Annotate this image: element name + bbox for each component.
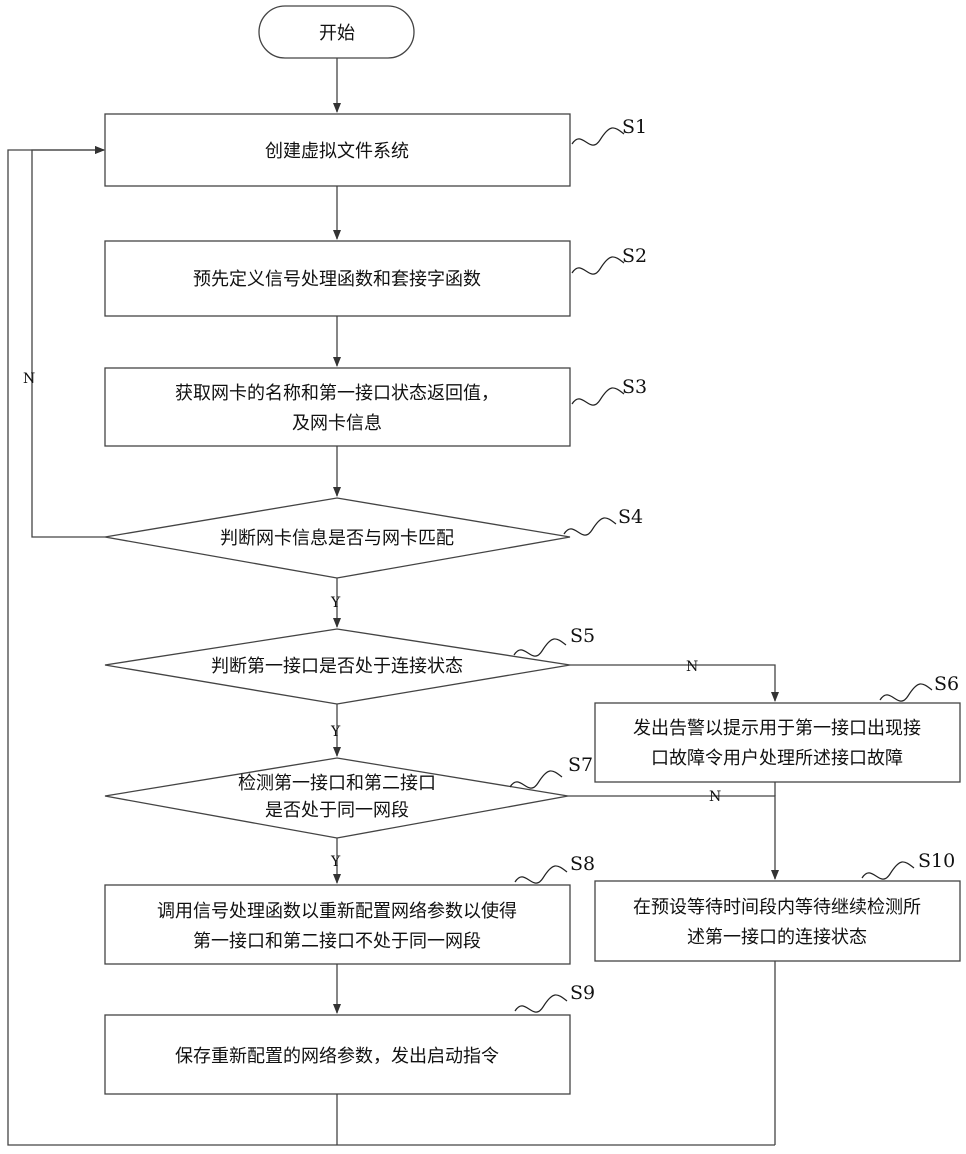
process-s10-text-line2: 述第一接口的连接状态: [687, 927, 867, 948]
process-s6-text-line2: 口故障令用户处理所述接口故障: [651, 748, 903, 769]
label-s7-yes: Y: [330, 854, 341, 870]
step-s9-leader: [515, 995, 567, 1012]
step-s7-label: S7: [568, 754, 593, 776]
step-s2-leader: [572, 257, 624, 274]
label-s4-yes: Y: [330, 595, 341, 611]
process-s9-text: 保存重新配置的网络参数，发出启动指令: [175, 1046, 499, 1067]
process-s6-text-line1: 发出告警以提示用于第一接口出现接: [633, 718, 921, 739]
process-s8-text-line2: 第一接口和第二接口不处于同一网段: [193, 931, 481, 952]
arrow-s4-no-loop: [32, 150, 105, 537]
step-s9-label: S9: [570, 982, 595, 1004]
step-s10-label: S10: [918, 850, 955, 872]
process-s2-text: 预先定义信号处理函数和套接字函数: [193, 269, 481, 290]
step-s5-leader: [514, 639, 566, 656]
step-s2-label: S2: [622, 245, 647, 267]
step-s1-leader: [572, 128, 624, 145]
step-s3-label: S3: [622, 376, 647, 398]
arrow-s5-s6: [570, 665, 775, 701]
process-s3-text-line1: 获取网卡的名称和第一接口状态返回值，: [175, 383, 499, 404]
arrow-s7-s10: [568, 796, 775, 879]
label-s7-no: N: [709, 789, 721, 805]
process-s1-text: 创建虚拟文件系统: [265, 141, 409, 162]
label-s5-no: N: [686, 659, 698, 675]
decision-s4-text: 判断网卡信息是否与网卡匹配: [220, 528, 454, 549]
process-s10: [595, 881, 960, 961]
process-s3-text-line2: 及网卡信息: [292, 413, 382, 434]
step-s8-label: S8: [570, 853, 595, 875]
process-s6: [595, 703, 960, 782]
process-s10-text-line1: 在预设等待时间段内等待继续检测所: [633, 897, 921, 918]
step-s10-leader: [862, 862, 914, 879]
process-s8-text-line1: 调用信号处理函数以重新配置网络参数以使得: [157, 901, 517, 922]
decision-s7-text-line2: 是否处于同一网段: [265, 800, 409, 821]
step-s6-leader: [880, 684, 932, 701]
step-s4-label: S4: [618, 506, 643, 528]
label-s5-yes: Y: [330, 724, 341, 740]
step-s8-leader: [515, 866, 567, 883]
start-label: 开始: [319, 23, 355, 44]
step-s4-leader: [564, 518, 616, 535]
decision-s7: [105, 758, 568, 838]
step-s7-leader: [510, 771, 562, 788]
step-s3-leader: [572, 388, 624, 405]
process-s3: [105, 368, 570, 446]
step-s5-label: S5: [570, 625, 595, 647]
step-s6-label: S6: [934, 673, 959, 695]
process-s8: [105, 885, 570, 964]
decision-s7-text-line1: 检测第一接口和第二接口: [238, 773, 436, 794]
label-s4-no: N: [23, 371, 35, 387]
decision-s5-text: 判断第一接口是否处于连接状态: [211, 656, 463, 677]
step-s1-label: S1: [622, 116, 647, 138]
